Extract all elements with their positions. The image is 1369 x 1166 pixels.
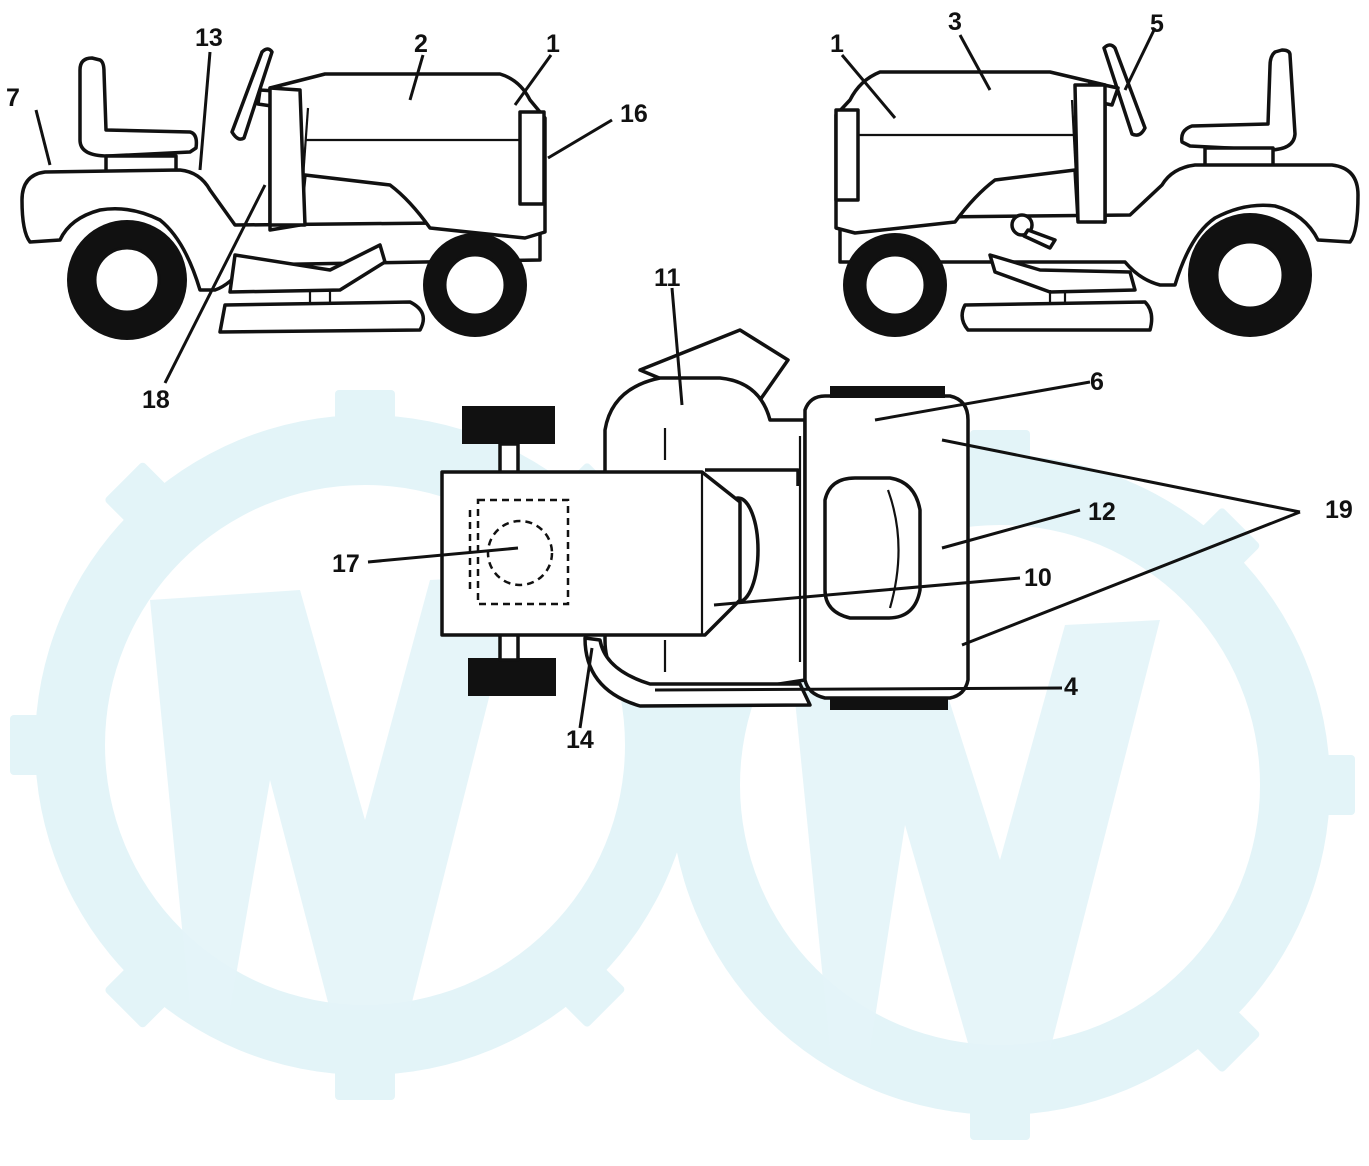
callout-13: 13 [195,24,223,52]
callout-6: 6 [1090,368,1104,396]
callout-14: 14 [566,726,594,754]
callout-19: 19 [1325,496,1353,524]
right-side-view-tractor [834,27,1360,337]
callout-17: 17 [332,550,360,578]
callout-1-left: 1 [546,30,560,58]
callout-4: 4 [1064,673,1078,701]
callout-1-right: 1 [830,30,844,58]
callout-12: 12 [1088,498,1116,526]
callout-10: 10 [1024,564,1052,592]
callout-3: 3 [948,8,962,36]
left-side-view-tractor [20,47,613,384]
callout-5: 5 [1150,10,1164,38]
callout-18: 18 [142,386,170,414]
callout-labels: 7 13 2 1 16 18 1 3 5 11 6 19 12 17 10 4 … [6,8,1353,754]
callout-11: 11 [654,264,681,292]
callout-16: 16 [620,100,648,128]
top-view-tractor [367,287,1301,729]
callout-2: 2 [414,30,428,58]
callout-7: 7 [6,84,20,112]
